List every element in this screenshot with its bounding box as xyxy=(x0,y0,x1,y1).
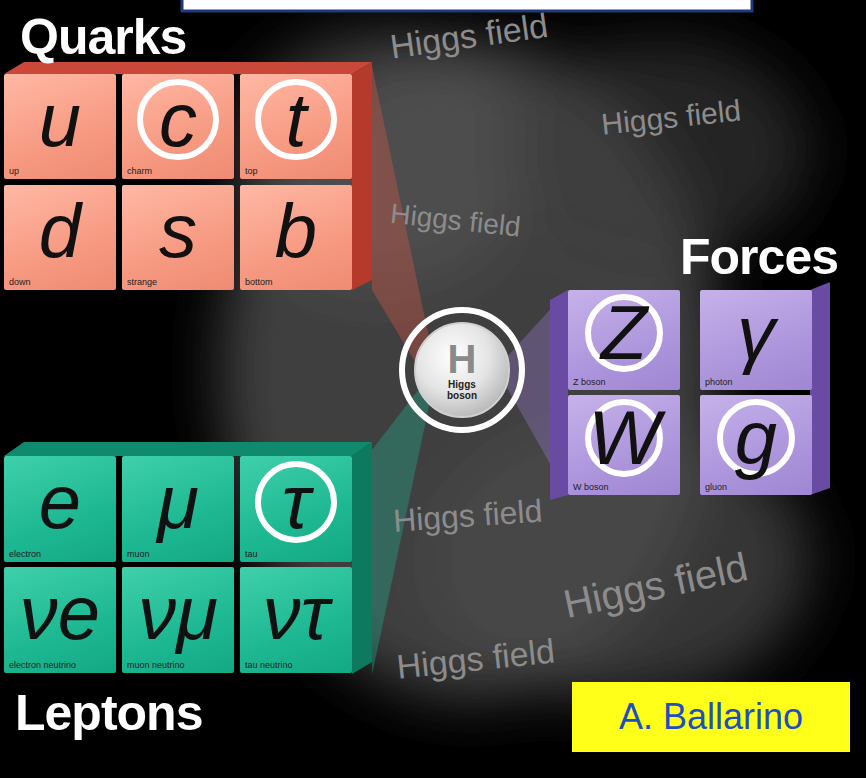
higgs-boson: HHiggs boson xyxy=(414,322,510,418)
particle-tile: ντ tau neutrino xyxy=(240,567,352,673)
particle-tile: μ muon xyxy=(122,456,234,562)
particle-name: W boson xyxy=(573,483,609,492)
particle-group: Leptons e electron μ muon τ tau νe electron neut… xyxy=(0,448,372,752)
particle-tile: s strange xyxy=(122,185,234,290)
particle-tile: c charm xyxy=(122,74,234,179)
particle-symbol: μ xyxy=(122,456,234,548)
particle-tile: t top xyxy=(240,74,352,179)
particle-name: electron neutrino xyxy=(9,661,76,670)
particle-tile: d down xyxy=(4,185,116,290)
group-heading: Quarks xyxy=(20,12,186,62)
particle-symbol: νμ xyxy=(122,567,234,659)
particle-name: gluon xyxy=(705,483,727,492)
particle-symbol: d xyxy=(4,185,116,276)
highlight-ring xyxy=(402,310,522,430)
particle-symbol: W xyxy=(568,395,680,481)
particle-symbol: γ xyxy=(700,290,812,376)
particle-symbol: H xyxy=(448,339,477,379)
particle-tile: γ photon xyxy=(700,290,812,390)
quark-side-face xyxy=(352,62,372,290)
particle-symbol: Z xyxy=(568,290,680,376)
particle-name: tau neutrino xyxy=(245,661,293,670)
particle-name: muon xyxy=(127,550,150,559)
particle-name: Higgs boson xyxy=(438,379,486,401)
particle-tile: g gluon xyxy=(700,395,812,495)
particle-symbol: s xyxy=(122,185,234,276)
cropped-title-box xyxy=(182,0,752,11)
lepton-side-face xyxy=(352,442,372,674)
particle-name: down xyxy=(9,278,31,287)
group-heading: Leptons xyxy=(15,688,202,738)
particle-name: strange xyxy=(127,278,157,287)
particle-name: Z boson xyxy=(573,378,606,387)
particle-tile: Z Z boson xyxy=(568,290,680,390)
particle-symbol: b xyxy=(240,185,352,276)
particle-symbol: τ xyxy=(240,456,352,548)
particle-name: up xyxy=(9,167,19,176)
particle-tile: b bottom xyxy=(240,185,352,290)
particle-symbol: e xyxy=(4,456,116,548)
particle-name: photon xyxy=(705,378,733,387)
force-side-face xyxy=(550,290,568,500)
particle-name: tau xyxy=(245,550,258,559)
particle-tile: τ tau xyxy=(240,456,352,562)
particle-name: electron xyxy=(9,550,41,559)
particle-tile: W W boson xyxy=(568,395,680,495)
particle-name: charm xyxy=(127,167,152,176)
particle-symbol: t xyxy=(240,74,352,165)
particle-symbol: c xyxy=(122,74,234,165)
credit-label: A. Ballarino xyxy=(572,682,850,752)
particle-symbol: νe xyxy=(4,567,116,659)
particle-symbol: ντ xyxy=(240,567,352,659)
particle-name: bottom xyxy=(245,278,273,287)
lepton-top-face xyxy=(4,442,372,456)
group-heading: Forces xyxy=(680,232,838,282)
particle-group: ForcesZ Z boson γ photonW W boson g gluon xyxy=(560,232,850,500)
particle-symbol: u xyxy=(4,74,116,165)
particle-tile: u up xyxy=(4,74,116,179)
quark-top-face xyxy=(4,62,372,74)
particle-tile: νe electron neutrino xyxy=(4,567,116,673)
particle-name: top xyxy=(245,167,258,176)
particle-name: muon neutrino xyxy=(127,661,185,670)
particle-symbol: g xyxy=(700,395,812,481)
force-back-face xyxy=(810,282,830,495)
particle-tile: e electron xyxy=(4,456,116,562)
particle-tile: νμ muon neutrino xyxy=(122,567,234,673)
particle-group: Quarks u up c charm t top d down s strange b bottom xyxy=(0,12,372,294)
